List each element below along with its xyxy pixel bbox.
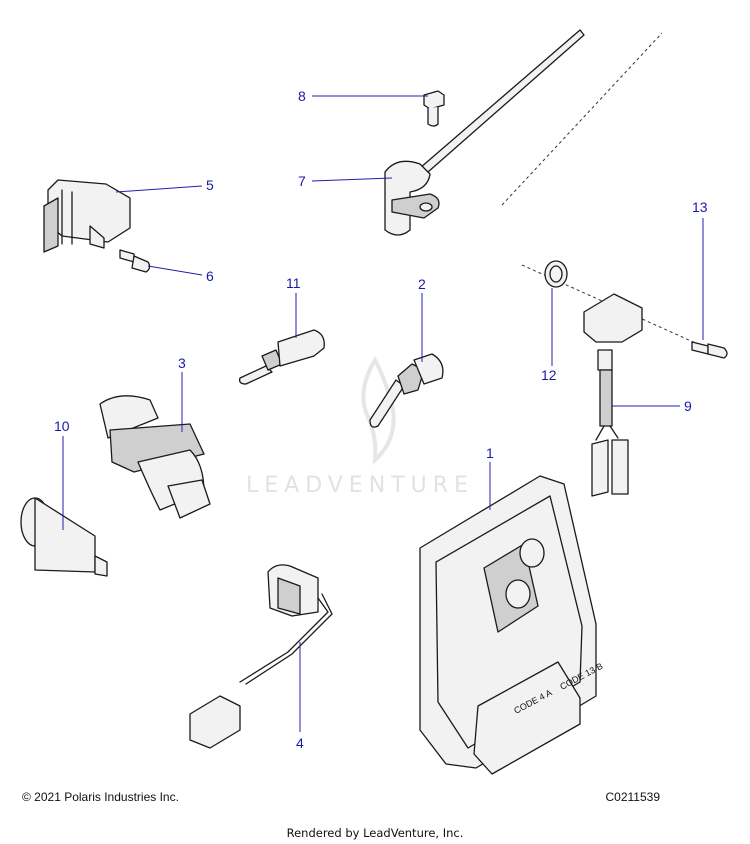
callout-3: 3 — [178, 355, 186, 432]
svg-text:12: 12 — [541, 367, 557, 383]
svg-text:5: 5 — [206, 177, 214, 193]
svg-text:8: 8 — [298, 88, 306, 104]
part-10-capacitor — [20, 497, 108, 577]
svg-text:11: 11 — [286, 275, 301, 291]
svg-text:7: 7 — [298, 173, 306, 189]
part-12-o-ring — [544, 260, 568, 288]
callout-4: 4 — [296, 642, 304, 751]
part-13-bolt — [691, 341, 728, 359]
part-8-bolt — [423, 90, 445, 127]
svg-text:9: 9 — [684, 398, 692, 414]
callout-1: 1 — [486, 445, 494, 510]
callout-7: 7 — [298, 173, 393, 189]
figure-id: C0211539 — [605, 790, 661, 804]
part-4-wire-harness — [189, 564, 333, 749]
callout-6: 6 — [147, 265, 214, 284]
callout-10: 10 — [54, 418, 70, 530]
part-9-position-sensor — [583, 293, 643, 497]
part-12-o-ring-inner — [549, 265, 563, 283]
svg-text:4: 4 — [296, 735, 304, 751]
svg-text:3: 3 — [178, 355, 186, 371]
callout-2: 2 — [418, 276, 426, 362]
part-11-temperature-sensor — [238, 329, 325, 385]
part-1-ecu: CODE 4 A CODE 13 B — [419, 475, 604, 775]
callout-9: 9 — [612, 398, 692, 414]
part-5-map-sensor — [43, 179, 131, 253]
callout-13: 13 — [692, 199, 708, 340]
callout-5: 5 — [115, 177, 214, 193]
copyright-text: © 2021 Polaris Industries Inc. — [22, 790, 179, 804]
callout-12: 12 — [541, 288, 557, 383]
callout-8: 8 — [298, 88, 428, 104]
svg-text:13: 13 — [692, 199, 708, 215]
svg-text:1: 1 — [486, 445, 494, 461]
svg-text:6: 6 — [206, 268, 214, 284]
svg-text:2: 2 — [418, 276, 426, 292]
svg-text:10: 10 — [54, 418, 70, 434]
callout-11: 11 — [286, 275, 301, 338]
part-2-sensor — [369, 353, 444, 428]
part-7-speed-sensor — [384, 29, 585, 236]
assembly-dashed-line — [501, 32, 663, 206]
watermark-text: LEADVENTURE — [246, 473, 474, 498]
rendered-by-text: Rendered by LeadVenture, Inc. — [286, 826, 464, 840]
part-3-ignition-switch — [99, 395, 211, 519]
leadventure-watermark: LEADVENTURE — [246, 355, 474, 498]
part-6-bolt — [119, 249, 151, 273]
